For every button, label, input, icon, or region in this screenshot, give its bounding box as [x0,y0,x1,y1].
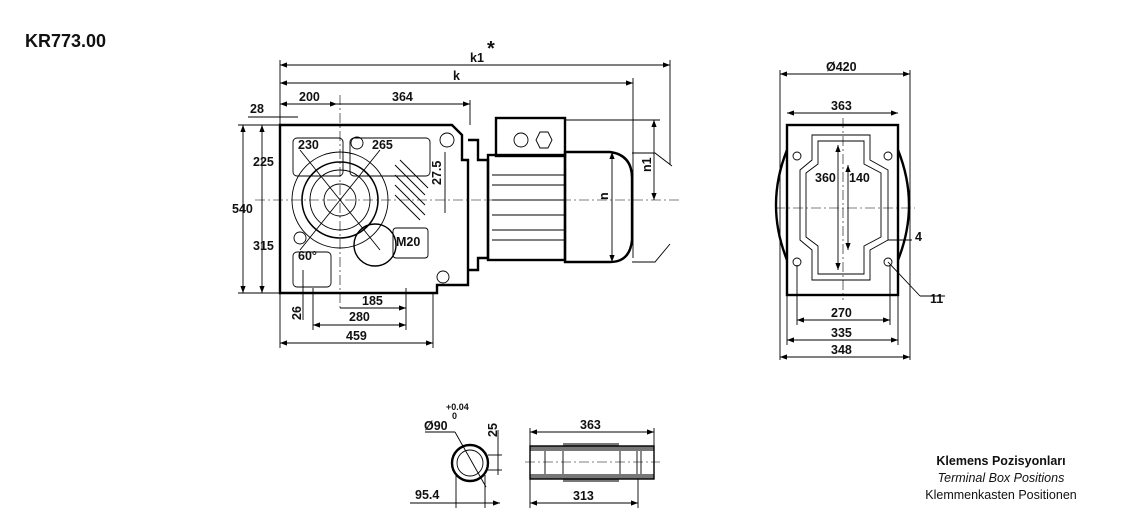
k-label: k [453,69,460,83]
dim-363: 363 [831,99,852,113]
drawing-title: KR773.00 [25,31,106,51]
m20-label: M20 [396,235,420,249]
k1-label: k1 [470,51,484,65]
dim-280: 280 [349,310,370,324]
legend-english: Terminal Box Positions [938,471,1065,485]
dim-95-4: 95.4 [415,488,439,502]
n-label: n [597,192,611,200]
dim-28: 28 [250,102,264,116]
hollow-shaft-detail: Ø90 +0.04 0 25 95.4 363 313 [410,402,660,508]
asterisk-note: * [487,38,495,60]
gearbox-front-housing [785,123,900,297]
dim-185: 185 [362,294,383,308]
dim-11: 11 [930,292,943,306]
dim-shaft-363: 363 [580,418,601,432]
dim-315: 315 [253,239,274,253]
dim-25: 25 [486,423,500,437]
motor-fan-cover [563,150,634,264]
cooling-fins [394,159,429,221]
dim-230: 230 [298,138,319,152]
motor-flange [468,138,490,272]
dim-27-5: 27.5 [430,161,444,185]
dim-335: 335 [831,326,852,340]
dim-dia90: Ø90 [424,419,448,433]
dim-313: 313 [573,489,594,503]
dim-4: 4 [915,230,922,244]
tolerance-upper: +0.04 [446,402,469,412]
dim-200: 200 [299,90,320,104]
n1-label: n1 [640,157,654,172]
dim-540: 540 [232,202,253,216]
front-view: Ø420 363 360 140 4 11 270 335 348 [774,60,945,360]
tolerance-lower: 0 [452,411,457,421]
dim-dia420: Ø420 [826,60,857,74]
dim-26: 26 [290,306,304,320]
dim-140: 140 [849,171,870,185]
legend-turkish: Klemens Pozisyonları [936,454,1065,468]
gearbox-housing [278,123,470,295]
dim-270: 270 [831,306,852,320]
legend-german: Klemmenkasten Positionen [925,488,1077,502]
dim-360: 360 [815,171,836,185]
terminal-box-legend: Klemens Pozisyonları Terminal Box Positi… [925,454,1077,502]
terminal-box [494,116,567,158]
side-view: k1 * k 200 364 28 540 225 315 [232,38,680,348]
dim-265: 265 [372,138,393,152]
dim-225: 225 [253,155,274,169]
motor-body [486,153,567,262]
angle-60: 60° [298,249,317,263]
dim-348: 348 [831,343,852,357]
dim-459: 459 [346,329,367,343]
shaft-section [529,445,655,480]
dim-364: 364 [392,90,413,104]
shaft-bore-circle [450,443,490,483]
